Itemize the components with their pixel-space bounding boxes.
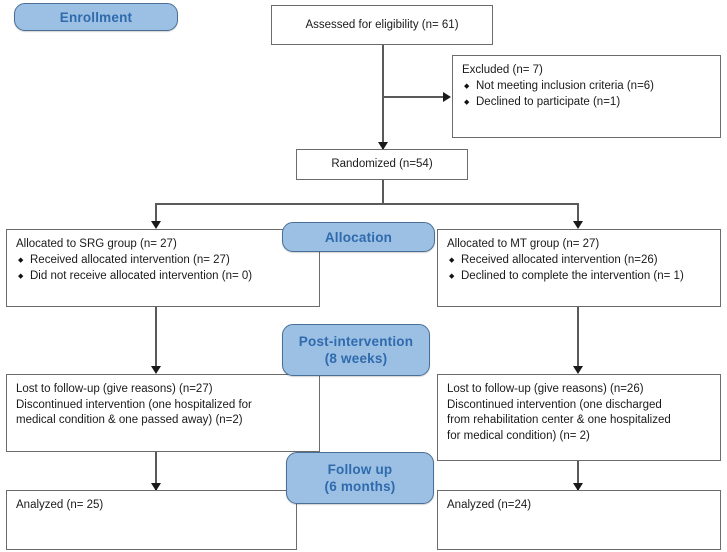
allocated-mt-title: Allocated to MT group (n= 27) xyxy=(447,238,600,250)
analyzed-mt-label: Analyzed (n=24) xyxy=(447,499,532,511)
connector-left-allocation-to-followup xyxy=(155,307,157,372)
connector-randomized-stem xyxy=(382,180,384,204)
followup-mt-line-4: for medical condition) (n= 2) xyxy=(447,429,590,442)
stage-post-intervention-line-2: (8 weeks) xyxy=(324,351,388,366)
list-item: Declined to complete the intervention (n… xyxy=(447,269,711,285)
connector-allocation-split-bar xyxy=(155,203,579,205)
stage-enrollment-label: Enrollment xyxy=(59,9,133,25)
stage-badge-allocation: Allocation xyxy=(282,222,435,252)
stage-allocation-label: Allocation xyxy=(324,229,393,245)
followup-mt-line-1: Lost to follow-up (give reasons) (n=26) xyxy=(447,383,644,395)
node-allocated-srg: Allocated to SRG group (n= 27) Received … xyxy=(6,229,320,307)
node-randomized: Randomized (n=54) xyxy=(296,149,468,180)
arrow-into-excluded xyxy=(443,92,451,102)
node-assessed-for-eligibility: Assessed for eligibility (n= 61) xyxy=(271,5,493,45)
node-analyzed-mt: Analyzed (n=24) xyxy=(437,490,721,550)
arrow-into-followup-right xyxy=(573,366,583,374)
followup-mt-line-2: Discontinued intervention (one discharge… xyxy=(447,398,662,411)
arrow-into-randomized xyxy=(378,142,388,150)
node-excluded: Excluded (n= 7) Not meeting inclusion cr… xyxy=(452,55,721,138)
stage-badge-enrollment: Enrollment xyxy=(14,3,178,31)
node-allocated-mt: Allocated to MT group (n= 27) Received a… xyxy=(437,229,721,307)
assessed-label: Assessed for eligibility (n= 61) xyxy=(305,18,459,31)
stage-badge-follow-up: Follow up (6 months) xyxy=(286,452,434,504)
node-followup-mt: Lost to follow-up (give reasons) (n=26) … xyxy=(437,374,721,461)
connector-right-followup-to-analyzed xyxy=(577,461,579,490)
followup-mt-line-3: from rehabilitation center & one hospita… xyxy=(447,414,671,426)
connector-right-allocation-to-followup xyxy=(577,307,579,372)
list-item: Received allocated intervention (n=26) xyxy=(447,253,711,269)
allocated-mt-bullet-list: Received allocated intervention (n=26) D… xyxy=(447,253,711,284)
followup-srg-line-1: Lost to follow-up (give reasons) (n=27) xyxy=(16,383,213,395)
list-item: Declined to participate (n=1) xyxy=(462,95,711,111)
connector-left-followup-to-analyzed xyxy=(155,452,157,490)
connector-split-right-drop xyxy=(577,203,579,227)
arrow-into-analyzed-right xyxy=(573,483,583,491)
arrow-into-followup-left xyxy=(151,366,161,374)
stage-badge-post-intervention: Post-intervention (8 weeks) xyxy=(282,324,430,376)
node-analyzed-srg: Analyzed (n= 25) xyxy=(6,490,297,550)
arrow-into-analyzed-left xyxy=(151,483,161,491)
allocated-srg-title: Allocated to SRG group (n= 27) xyxy=(16,238,177,250)
list-item: Received allocated intervention (n= 27) xyxy=(16,253,310,269)
excluded-title: Excluded (n= 7) xyxy=(462,64,543,76)
stage-follow-up-line-2: (6 months) xyxy=(324,479,396,494)
arrow-into-allocated-left xyxy=(151,221,161,229)
excluded-bullet-list: Not meeting inclusion criteria (n=6) Dec… xyxy=(462,79,711,110)
list-item: Did not receive allocated intervention (… xyxy=(16,269,310,285)
analyzed-srg-label: Analyzed (n= 25) xyxy=(16,499,104,511)
followup-srg-line-2: Discontinued intervention (one hospitali… xyxy=(16,398,252,411)
randomized-label: Randomized (n=54) xyxy=(331,158,433,170)
allocated-srg-bullet-list: Received allocated intervention (n= 27) … xyxy=(16,253,310,284)
node-followup-srg: Lost to follow-up (give reasons) (n=27) … xyxy=(6,374,320,452)
stage-post-intervention-line-1: Post-intervention xyxy=(298,334,414,349)
stage-follow-up-line-1: Follow up xyxy=(327,462,393,477)
list-item: Not meeting inclusion criteria (n=6) xyxy=(462,79,711,95)
arrow-into-allocated-right xyxy=(573,221,583,229)
followup-srg-line-3: medical condition & one passed away) (n=… xyxy=(16,414,243,426)
connector-split-left-drop xyxy=(155,203,157,227)
connector-to-excluded xyxy=(382,96,446,98)
